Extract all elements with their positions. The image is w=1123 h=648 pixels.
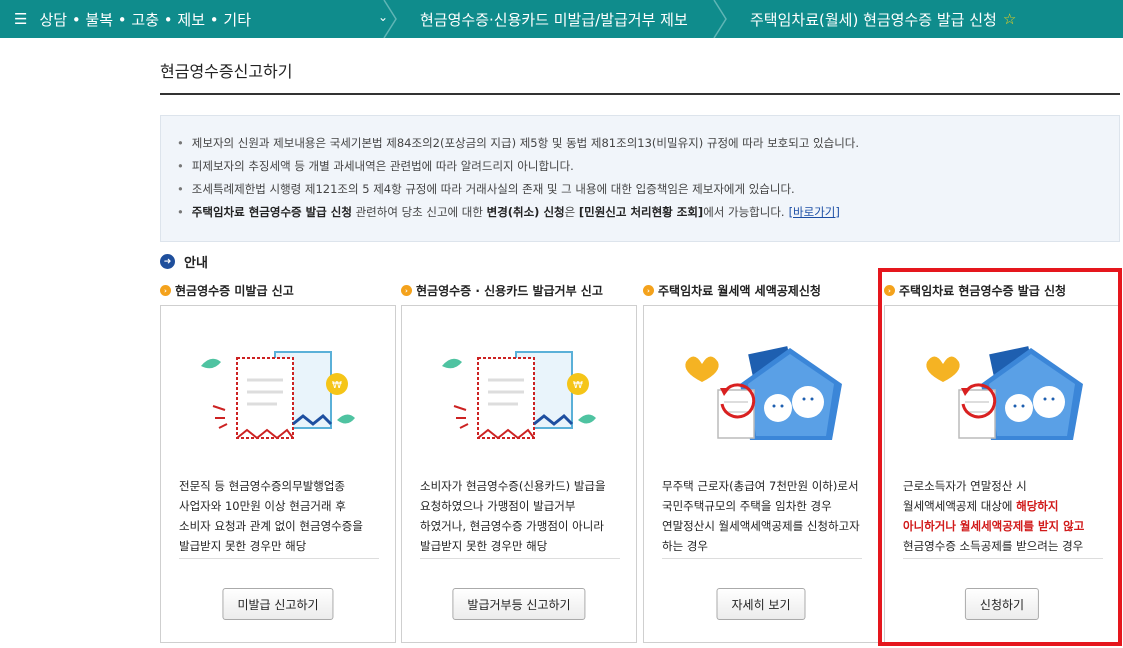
card-title-unissued: › 현금영수증 미발급 신고 <box>160 282 294 299</box>
notice-box: 제보자의 신원과 제보내용은 국세기본법 제84조의2(포상금의 지급) 제5항… <box>160 115 1120 242</box>
bullet-arrow-icon: › <box>401 285 412 296</box>
breadcrumb-menu[interactable]: ☰ 상담 • 불복 • 고충 • 제보 • 기타 ⌄ <box>0 0 398 38</box>
view-details-button[interactable]: 자세히 보기 <box>716 588 806 620</box>
breadcrumb-menu-label[interactable]: 상담 • 불복 • 고충 • 제보 • 기타 <box>39 10 251 29</box>
card-title-rent-credit: › 주택임차료 월세액 세액공제신청 <box>643 282 821 299</box>
shortcut-link[interactable]: [바로가기] <box>788 205 840 219</box>
notice-text: 은 <box>564 205 579 219</box>
receipt-illustration-icon: ₩ <box>201 351 355 440</box>
notice-item: 피제보자의 추징세액 등 개별 과세내역은 관련법에 따라 알려드리지 아니합니… <box>177 155 1119 178</box>
card-title-label: 주택임차료 현금영수증 발급 신청 <box>899 284 1067 298</box>
star-icon[interactable]: ☆ <box>1002 10 1017 28</box>
notice-item: 제보자의 신원과 제보내용은 국세기본법 제84조의2(포상금의 지급) 제5항… <box>177 132 1119 155</box>
notice-bold: [민원신고 처리현황 조회] <box>578 205 704 219</box>
highlight-box <box>878 268 1122 646</box>
card-title-label: 현금영수증 미발급 신고 <box>175 284 294 298</box>
breadcrumb-bar: ☰ 상담 • 불복 • 고충 • 제보 • 기타 ⌄ 현금영수증·신용카드 미발… <box>0 0 1123 38</box>
breadcrumb-level2-label[interactable]: 현금영수증·신용카드 미발급/발급거부 제보 <box>420 10 688 29</box>
notice-item: 조세특례제한법 시행령 제121조의 5 제4항 규정에 따라 거래사실의 존재… <box>177 178 1119 201</box>
notice-bold: 주택임차료 현금영수증 발급 신청 <box>191 205 352 219</box>
breadcrumb-level2[interactable]: 현금영수증·신용카드 미발급/발급거부 제보 <box>398 0 728 38</box>
card-rent-receipt: 근로소득자가 연말정산 시 월세액세액공제 대상에 해당하지 아니하거나 월세세… <box>884 305 1120 643</box>
report-unissued-button[interactable]: 미발급 신고하기 <box>222 588 334 620</box>
breadcrumb-level3[interactable]: 주택임차료(월세) 현금영수증 발급 신청 ☆ <box>728 0 1123 38</box>
card-rent-credit: 무주택 근로자(총급여 7천만원 이하)로서 국민주택규모의 주택을 임차한 경… <box>643 305 879 643</box>
card-title-label: 현금영수증 · 신용카드 발급거부 신고 <box>416 284 603 298</box>
report-refusal-button[interactable]: 발급거부등 신고하기 <box>452 588 586 620</box>
chevron-down-icon[interactable]: ⌄ <box>377 10 388 24</box>
card-description: 근로소득자가 연말정산 시 월세액세액공제 대상에 해당하지 아니하거나 월세세… <box>903 476 1103 556</box>
hamburger-icon[interactable]: ☰ <box>14 10 28 28</box>
title-divider <box>160 93 1120 95</box>
card-divider <box>903 558 1103 559</box>
page-title: 현금영수증신고하기 <box>160 62 293 81</box>
notice-text: 관련하여 당초 신고에 대한 <box>351 205 487 219</box>
section-heading-label: 안내 <box>184 256 208 271</box>
breadcrumb-separator <box>382 0 398 38</box>
bullet-arrow-icon: › <box>884 285 895 296</box>
card-divider <box>662 558 862 559</box>
receipt-illustration-icon: ₩ <box>442 351 596 440</box>
card-description-text: 현금영수증 소득공제를 받으려는 경우 <box>903 539 1084 553</box>
arrow-right-circle-icon: ➜ <box>160 254 175 269</box>
section-heading: ➜ 안내 <box>160 252 208 271</box>
card-title-label: 주택임차료 월세액 세액공제신청 <box>658 284 821 298</box>
card-unissued: ₩ 전문직 등 현금영수증의무발행업종 사업자와 10만원 이상 현금거래 후 … <box>160 305 396 643</box>
svg-text:₩: ₩ <box>332 380 342 391</box>
card-title-rent-receipt: › 주택임차료 현금영수증 발급 신청 <box>884 282 1066 299</box>
card-description-emphasis: 해당하지 아니하거나 월세세액공제를 받지 않고 <box>903 499 1085 533</box>
breadcrumb-separator <box>712 0 728 38</box>
card-description: 무주택 근로자(총급여 7천만원 이하)로서 국민주택규모의 주택을 임차한 경… <box>662 479 860 553</box>
notice-text: 에서 가능합니다. <box>703 205 785 219</box>
apply-button[interactable]: 신청하기 <box>964 588 1040 620</box>
house-receipt-illustration-icon <box>926 346 1083 440</box>
svg-text:₩: ₩ <box>573 380 583 391</box>
card-divider <box>179 558 379 559</box>
card-description: 전문직 등 현금영수증의무발행업종 사업자와 10만원 이상 현금거래 후 소비… <box>179 479 363 553</box>
house-receipt-illustration-icon <box>685 346 842 440</box>
card-description-text: 근로소득자가 연말정산 시 월세액세액공제 대상에 <box>903 479 1027 513</box>
bullet-arrow-icon: › <box>160 285 171 296</box>
card-refusal: ₩ 소비자가 현금영수증(신용카드) 발급을 요청하였으나 가맹점이 발급거부 … <box>401 305 637 643</box>
notice-bold: 변경(취소) 신청 <box>486 205 565 219</box>
card-divider <box>420 558 620 559</box>
card-description: 소비자가 현금영수증(신용카드) 발급을 요청하였으나 가맹점이 발급거부 하였… <box>420 479 606 553</box>
breadcrumb-level3-label[interactable]: 주택임차료(월세) 현금영수증 발급 신청 <box>750 10 997 29</box>
notice-item: 주택임차료 현금영수증 발급 신청 관련하여 당초 신고에 대한 변경(취소) … <box>177 201 1119 224</box>
card-title-refusal: › 현금영수증 · 신용카드 발급거부 신고 <box>401 282 603 299</box>
bullet-arrow-icon: › <box>643 285 654 296</box>
